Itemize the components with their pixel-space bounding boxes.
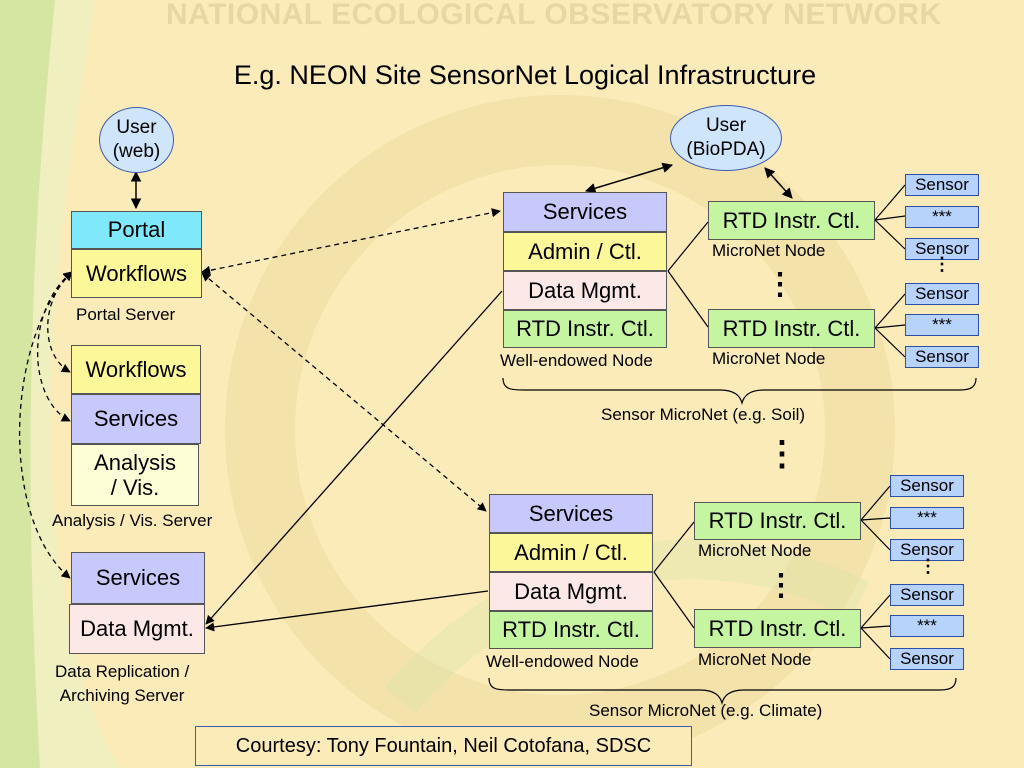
line-climate-micro2 [653, 571, 695, 629]
climate-rtd-box: RTD Instr. Ctl. [489, 611, 653, 649]
dashed-curve-workflows-analysis-services [37, 271, 73, 422]
climate-micronode-gap-dots: ⋮ [766, 569, 796, 602]
soil-micro1-caption: MicroNet Node [712, 241, 826, 260]
soil-rtd-box: RTD Instr. Ctl. [503, 310, 667, 348]
soil-micro1-rtd-box: RTD Instr. Ctl. [708, 201, 875, 240]
portal-box: Portal [71, 211, 202, 249]
climate-datamgmt-box: Data Mgmt. [489, 572, 653, 611]
soil-services-box: Services [503, 192, 667, 232]
climate-micro2-sensor-3: Sensor [890, 648, 964, 670]
soil-micro2-caption: MicroNet Node [712, 349, 826, 368]
climate-micro2-sensor-1: Sensor [890, 584, 964, 606]
user-web-label: User (web) [112, 117, 161, 162]
brace-soil [502, 377, 977, 406]
climate-node-caption: Well-endowed Node [486, 652, 639, 671]
analysis-workflows-box: Workflows [71, 345, 201, 394]
replication-datamgmt-box: Data Mgmt. [69, 604, 205, 654]
courtesy-box: Courtesy: Tony Fountain, Neil Cotofana, … [195, 726, 692, 766]
soil-admin-box: Admin / Ctl. [503, 232, 667, 271]
line-soil-datamgmt-replication [205, 290, 503, 625]
climate-micro1-sensor-3: Sensor [890, 539, 964, 561]
replication-server-caption: Data Replication / Archiving Server [55, 662, 190, 705]
line-climate-micro1 [653, 521, 695, 573]
analysis-vis-box: Analysis / Vis. [71, 444, 199, 506]
soil-datamgmt-box: Data Mgmt. [503, 271, 667, 310]
soil-micro1-sensor-2: *** [905, 206, 979, 228]
climate-micro1-sensor-1: Sensor [890, 475, 964, 497]
soil-micro2-sensor-3: Sensor [905, 346, 979, 368]
soil-micronode-gap-dots: ⋮ [765, 268, 795, 301]
climate-micro2-sensor-2: *** [890, 615, 964, 637]
soil-micronet-caption: Sensor MicroNet (e.g. Soil) [601, 405, 806, 424]
arrow-biopda-services [584, 162, 674, 194]
line-soil-micro2 [667, 270, 709, 328]
user-web-node: User (web) [99, 107, 174, 173]
portal-server-caption: Portal Server [76, 305, 176, 324]
climate-micronet-caption: Sensor MicroNet (e.g. Climate) [589, 701, 823, 720]
soil-micro1-sensor-3: Sensor [905, 238, 979, 260]
dashed-curve-workflows-replication-services [18, 271, 73, 579]
user-biopda-node: User (BioPDA) [670, 105, 782, 171]
climate-micro1-rtd-box: RTD Instr. Ctl. [694, 502, 861, 540]
soil-micro2-sensor-1: Sensor [905, 283, 979, 305]
replication-services-box: Services [71, 552, 205, 604]
dashed-arrow-workflows-soil-services [201, 208, 501, 275]
soil-node-caption: Well-endowed Node [500, 351, 653, 370]
portal-workflows-box: Workflows [71, 249, 202, 298]
page-title: E.g. NEON Site SensorNet Logical Infrast… [233, 60, 817, 90]
climate-admin-box: Admin / Ctl. [489, 533, 653, 572]
analysis-services-box: Services [71, 394, 201, 444]
climate-services-box: Services [489, 494, 653, 533]
soil-micro2-sensor-2: *** [905, 314, 979, 336]
soil-micro2-rtd-box: RTD Instr. Ctl. [708, 309, 875, 348]
climate-micro2-rtd-box: RTD Instr. Ctl. [694, 609, 861, 648]
soil-micro1-sensor-1: Sensor [905, 174, 979, 196]
line-climate-datamgmt-replication [205, 590, 489, 632]
climate-sensor-gap-dots: ⋮ [919, 556, 937, 576]
analysis-server-caption: Analysis / Vis. Server [52, 511, 213, 530]
soil-sensor-gap-dots: ⋮ [933, 254, 951, 274]
user-biopda-label: User (BioPDA) [686, 115, 766, 160]
line-soil-micro1 [667, 221, 709, 272]
climate-micro1-sensor-2: *** [890, 507, 964, 529]
climate-micro2-caption: MicroNet Node [698, 650, 812, 669]
arrow-biopda-rtd [764, 167, 793, 199]
micronet-gap-dots: ⋮ [765, 435, 799, 473]
watermark: NATIONAL ECOLOGICAL OBSERVATORY NETWORK [166, 0, 942, 31]
brace-climate [488, 677, 957, 706]
climate-micro1-caption: MicroNet Node [698, 541, 812, 560]
dashed-arrow-workflows-climate-services [201, 272, 487, 512]
